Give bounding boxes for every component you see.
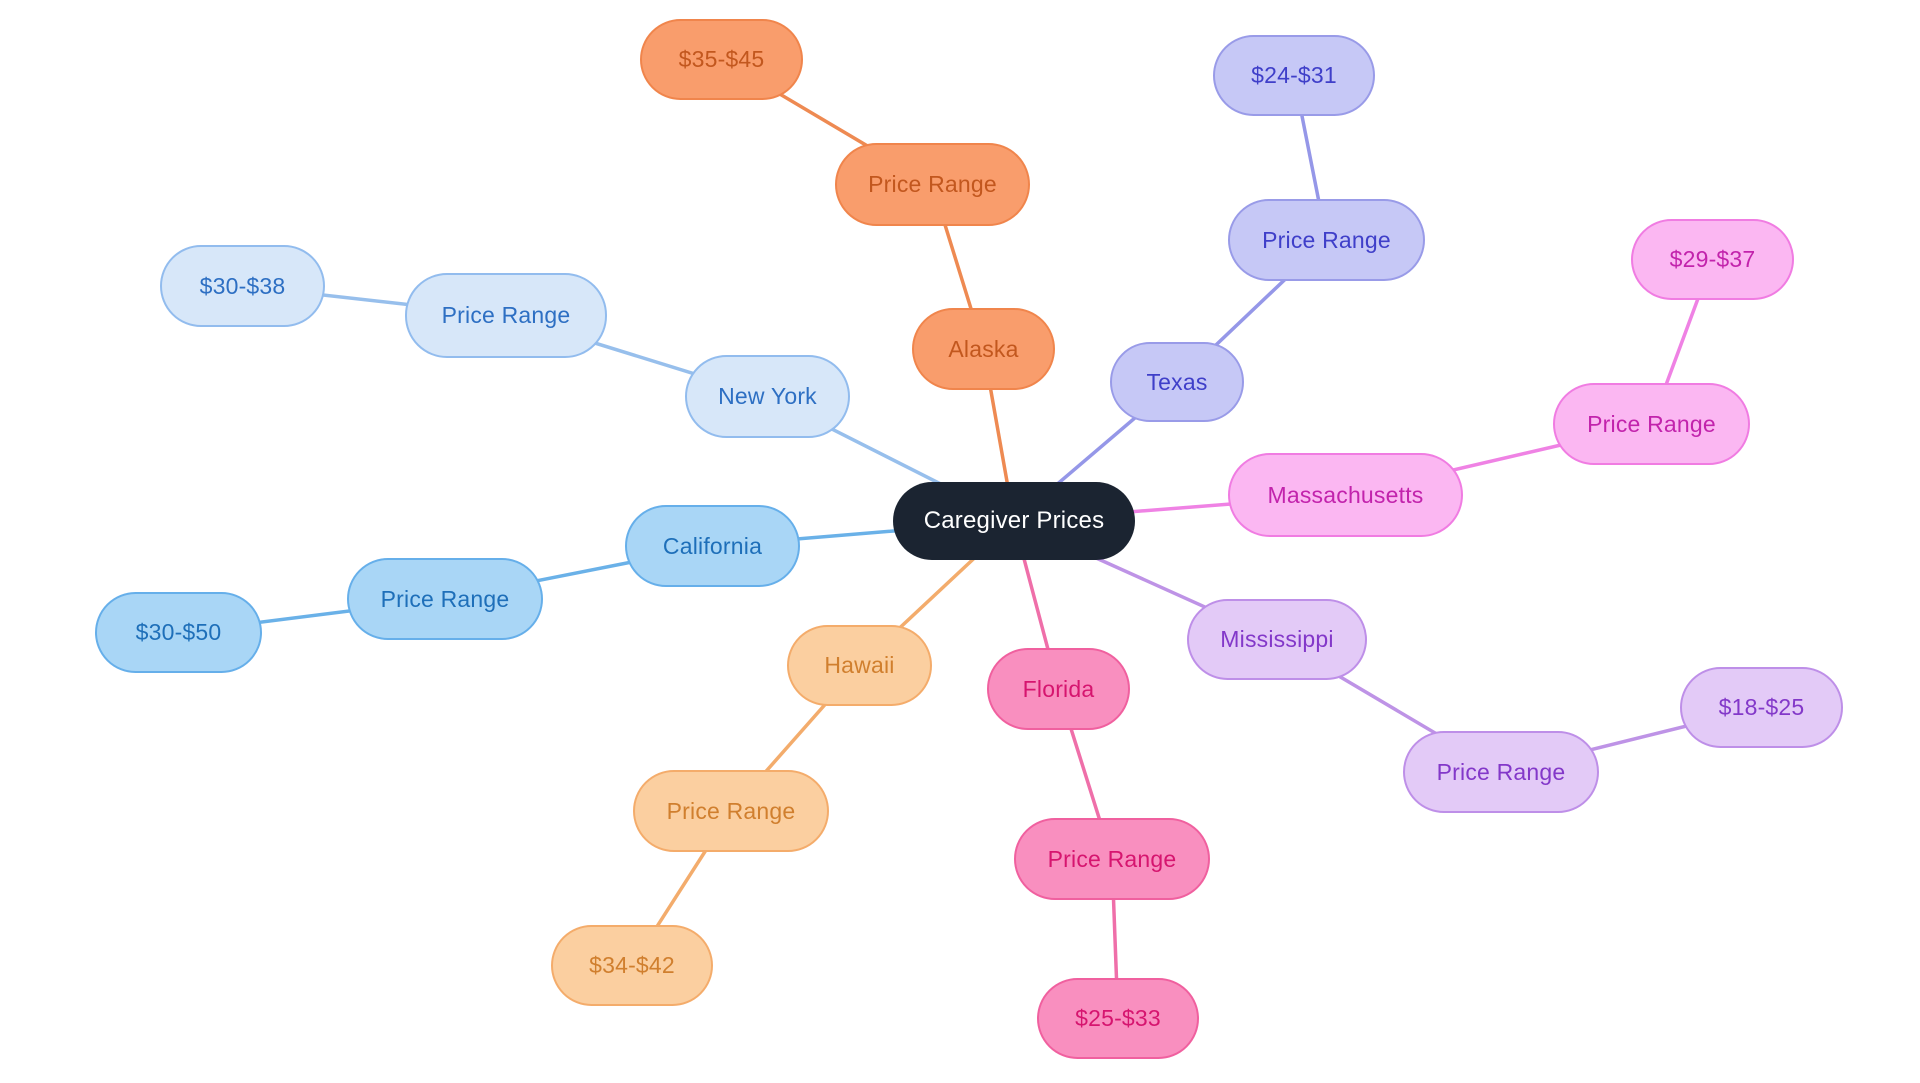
node-california-value[interactable]: $30-$50 [95,592,262,673]
node-alaska-price-range[interactable]: Price Range [835,143,1030,226]
node-new-york-price-range[interactable]: Price Range [405,273,607,358]
node-hawaii-price-range[interactable]: Price Range [633,770,829,852]
node-texas-state[interactable]: Texas [1110,342,1244,422]
node-hawaii-value[interactable]: $34-$42 [551,925,713,1006]
node-florida-price-range[interactable]: Price Range [1014,818,1210,900]
node-massachusetts-value[interactable]: $29-$37 [1631,219,1794,300]
mindmap-center-node[interactable]: Caregiver Prices [893,482,1135,560]
node-california-price-range[interactable]: Price Range [347,558,543,640]
node-florida-state[interactable]: Florida [987,648,1130,730]
node-massachusetts-state[interactable]: Massachusetts [1228,453,1463,537]
node-new-york-value[interactable]: $30-$38 [160,245,325,327]
node-texas-value[interactable]: $24-$31 [1213,35,1375,116]
node-new-york-state[interactable]: New York [685,355,850,438]
node-mississippi-state[interactable]: Mississippi [1187,599,1367,680]
node-mississippi-price-range[interactable]: Price Range [1403,731,1599,813]
node-california-state[interactable]: California [625,505,800,587]
node-texas-price-range[interactable]: Price Range [1228,199,1425,281]
node-alaska-state[interactable]: Alaska [912,308,1055,390]
node-mississippi-value[interactable]: $18-$25 [1680,667,1843,748]
node-hawaii-state[interactable]: Hawaii [787,625,932,706]
node-massachusetts-price-range[interactable]: Price Range [1553,383,1750,465]
node-alaska-value[interactable]: $35-$45 [640,19,803,100]
node-florida-value[interactable]: $25-$33 [1037,978,1199,1059]
